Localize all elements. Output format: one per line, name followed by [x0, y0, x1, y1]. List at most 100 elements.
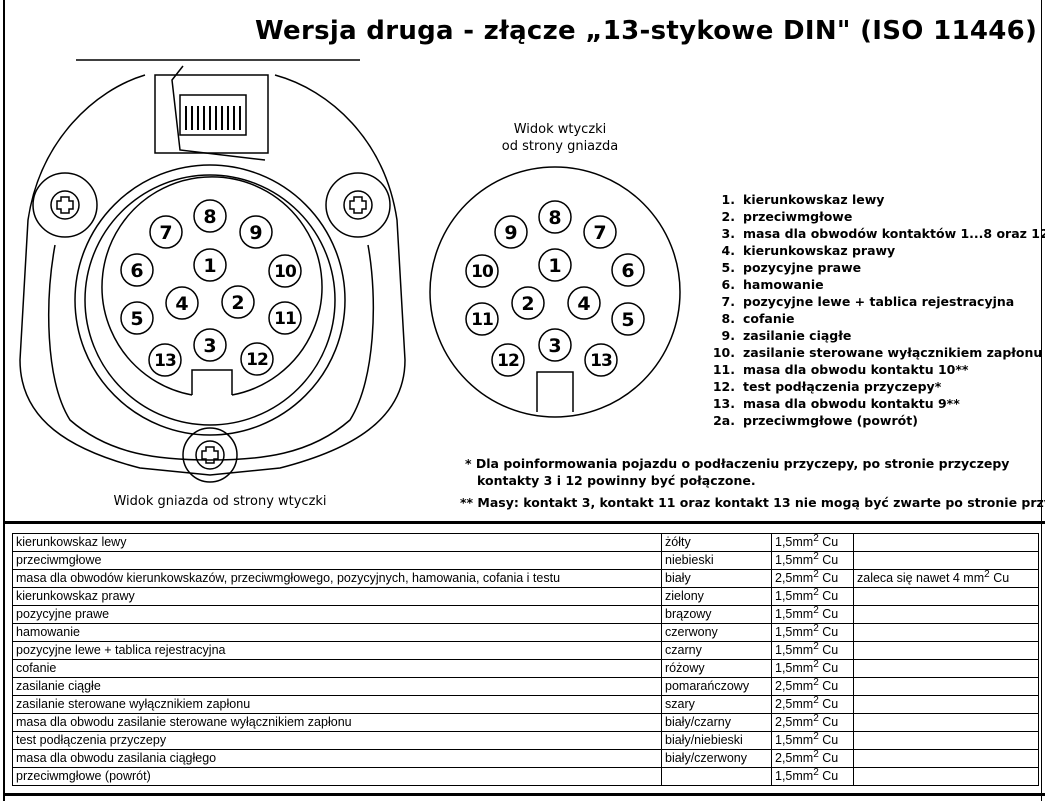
wire-color-cell: brązowy: [661, 605, 772, 624]
legend-text: pozycyjne lewe + tablica rejestracyjna: [743, 294, 1015, 309]
wire-size-cell: 2,5mm2 Cu: [771, 677, 854, 696]
function-cell: test podłączenia przyczepy: [12, 731, 662, 750]
size-unit: Cu: [822, 679, 839, 693]
function-cell: przeciwmgłowe (powrót): [12, 767, 662, 786]
plug-pin-circle: [465, 254, 499, 288]
socket-pin-circle: [268, 254, 302, 288]
table-row: test podłączenia przyczepy biały/niebies…: [12, 731, 1039, 750]
superscript: 2: [813, 568, 819, 580]
remark-cell: [853, 551, 1039, 570]
size-unit: Cu: [822, 751, 839, 765]
wire-size-cell: 1,5mm2 Cu: [771, 550, 854, 570]
legend-text: pozycyjne prawe: [743, 260, 862, 275]
screw-bottom: [182, 427, 238, 483]
legend-number: 11.: [712, 362, 735, 377]
divider-top: [3, 521, 1045, 524]
socket-pin-circle: [268, 301, 302, 335]
divider-bottom: [3, 793, 1045, 796]
size-unit: Cu: [822, 697, 839, 711]
legend-item: 2.przeciwmgłowe: [712, 208, 1045, 225]
size-value: 2,5mm: [775, 571, 814, 585]
size-value: 2,5mm: [775, 751, 814, 765]
wire-size-cell: 2,5mm2 Cu: [771, 695, 854, 714]
wire-color-cell: biały/czarny: [661, 713, 772, 732]
plug-pin-circle: [538, 248, 572, 282]
legend-number: 5.: [721, 260, 735, 275]
socket-caption: Widok gniazda od strony wtyczki: [113, 494, 327, 509]
socket-pin-circle: [148, 343, 182, 377]
note-1-line1: * Dla poinformowania pojazdu o podłaczen…: [465, 456, 1010, 471]
remark-cell: [853, 767, 1039, 786]
remark-cell: [853, 533, 1039, 552]
socket-pin-circle: [149, 215, 183, 249]
table-row: pozycyjne prawe brązowy 1,5mm2 Cu: [12, 605, 1039, 624]
plug-pin-circle: [584, 343, 618, 377]
plug-pin-circle: [538, 200, 572, 234]
table-row: masa dla obwodów kierunkowskazów, przeci…: [12, 568, 1039, 588]
plug-pin-label: 9: [504, 222, 517, 244]
size-unit: Cu: [822, 733, 839, 747]
wire-size-cell: 1,5mm2 Cu: [771, 605, 854, 624]
page-title: Wersja druga - złącze „13-stykowe DIN" (…: [255, 16, 1038, 46]
frame-border-right: [1041, 0, 1042, 801]
screw-right: [325, 172, 391, 238]
size-value: 1,5mm: [775, 535, 814, 549]
plug-pin-label: 7: [593, 222, 606, 244]
function-cell: hamowanie: [12, 623, 662, 642]
legend-number: 13.: [712, 396, 735, 411]
function-cell: masa dla obwodu zasilania ciągłego: [12, 749, 662, 768]
table-row: przeciwmgłowe (powrót) 1,5mm2 Cu: [12, 767, 1039, 786]
plug-pin-circle: [494, 215, 528, 249]
plug-pin-circle: [511, 286, 545, 320]
remark-cell: [853, 605, 1039, 624]
wire-size-cell: 2,5mm2 Cu: [771, 749, 854, 768]
superscript: 2: [813, 622, 819, 634]
legend-item: 5. pozycyjne prawe: [712, 259, 1045, 276]
remark-cell: [853, 623, 1039, 642]
size-value: 1,5mm: [775, 589, 814, 603]
superscript: 2: [813, 640, 819, 652]
legend-text: cofanie: [743, 311, 795, 326]
legend-number: 3.: [721, 226, 735, 241]
plug-pin-label: 2: [521, 293, 534, 315]
table-row: masa dla obwodu zasilanie sterowane wyłą…: [12, 712, 1039, 732]
remark-cell: [853, 587, 1039, 606]
legend-item: 8.cofanie: [712, 310, 1045, 327]
socket-pin-circle: [120, 301, 154, 335]
legend-number: 9.: [721, 328, 735, 343]
legend-text: przeciwmgłowe: [743, 209, 853, 224]
plug-pin-circle: [567, 286, 601, 320]
function-cell: przeciwmgłowe: [12, 551, 662, 570]
table-row: masa dla obwodu zasilania ciągłego biały…: [12, 749, 1039, 768]
socket-pin-label: 11: [274, 309, 296, 329]
plug-pin-label: 10: [471, 262, 494, 282]
remark-cell: [853, 677, 1039, 696]
size-value: 1,5mm: [775, 553, 814, 567]
socket-pin-label: 10: [274, 262, 297, 282]
plug-pin-label: 6: [621, 260, 634, 282]
remark-cell: [853, 695, 1039, 714]
legend-text: hamowanie: [743, 277, 824, 292]
function-cell: masa dla obwodów kierunkowskazów, przeci…: [12, 569, 662, 588]
socket-pin-circle: [193, 248, 227, 282]
size-unit: Cu: [822, 769, 839, 783]
legend-item: 2a.przeciwmgłowe (powrót): [712, 412, 1045, 429]
legend-text: masa dla obwodu kontaktu 9**: [743, 396, 960, 411]
size-value: 1,5mm: [775, 733, 814, 747]
superscript: 2: [813, 550, 819, 562]
plug-pin-circle: [611, 253, 645, 287]
table-row: przeciwmgłowe niebieski 1,5mm2 Cu: [12, 550, 1039, 570]
superscript: 2: [813, 712, 819, 724]
legend-text: zasilanie ciągłe: [743, 328, 852, 343]
plug-pin-circle: [611, 302, 645, 336]
wire-size-cell: 2,5mm2 Cu: [771, 568, 854, 588]
function-cell: pozycyjne lewe + tablica rejestracyjna: [12, 641, 662, 660]
plug-pin-label: 11: [471, 310, 493, 330]
plug-pin-circle: [583, 215, 617, 249]
socket-pin-label: 13: [154, 351, 176, 371]
legend-number: 12.: [712, 379, 735, 394]
legend-text: masa dla obwodów kontaktów 1...8 oraz 12…: [743, 226, 1045, 241]
